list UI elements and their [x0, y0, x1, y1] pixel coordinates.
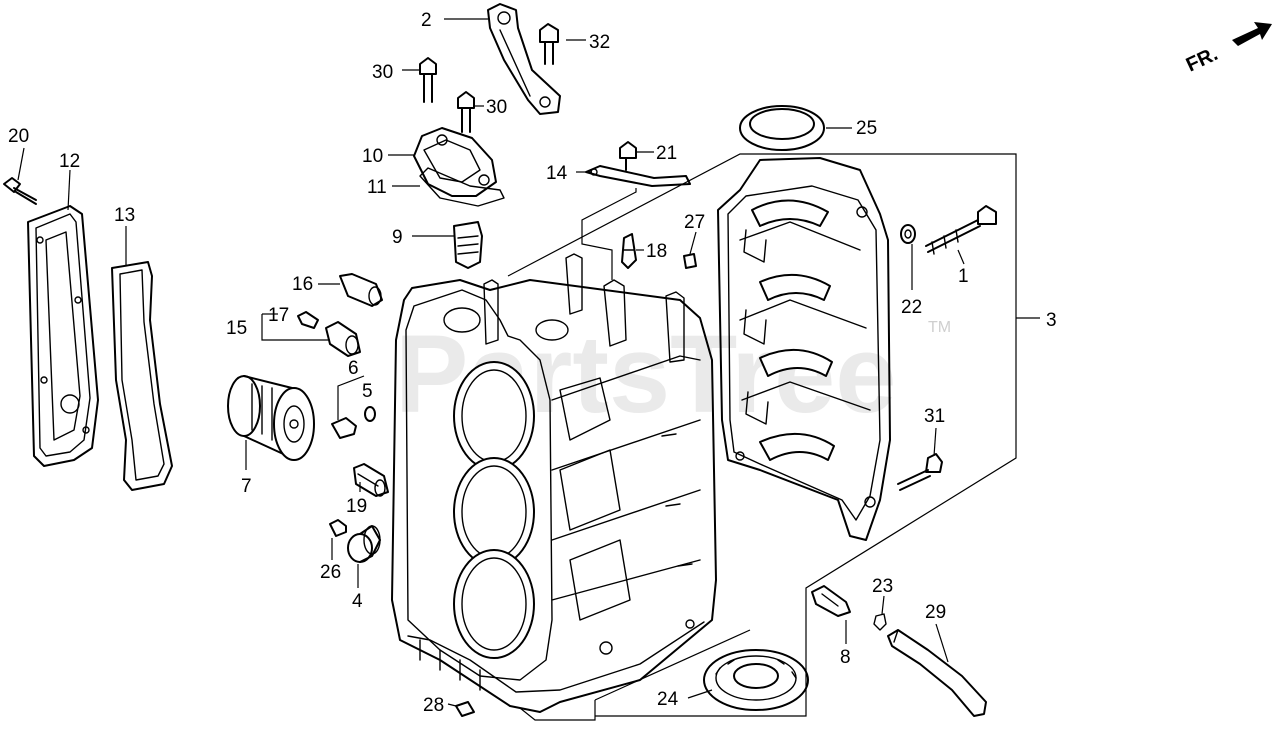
- callout-30-a: 30: [372, 62, 393, 83]
- part-23-clip: [873, 613, 887, 631]
- callout-21: 21: [656, 143, 677, 164]
- callout-16: 16: [292, 274, 313, 295]
- part-18-sensor: [621, 233, 637, 269]
- part-9-thermostat: [453, 221, 483, 269]
- part-31-bolt: [897, 453, 943, 491]
- part-30-bolt-b: [457, 91, 475, 133]
- part-6-switch: [325, 321, 361, 357]
- callout-1: 1: [958, 266, 969, 287]
- part-27-dowel-pin: [683, 253, 697, 269]
- callout-14: 14: [546, 163, 568, 184]
- callout-7: 7: [241, 476, 252, 497]
- callout-19: 19: [346, 496, 367, 517]
- part-26-screw: [329, 519, 347, 537]
- part-2-hanger-bracket: [487, 3, 561, 115]
- group-bracket-lines: [261, 153, 1040, 721]
- front-direction-label: FR.: [1183, 43, 1221, 77]
- callout-5: 5: [362, 381, 373, 402]
- callout-15: 15: [226, 318, 247, 339]
- part-bolt-with-washer: [331, 417, 357, 439]
- part-21-bolt: [619, 141, 637, 171]
- part-8-fitting: [811, 585, 851, 617]
- part-28-dowel-pin: [455, 701, 475, 717]
- part-11-thermostat-gasket: [419, 167, 505, 207]
- part-5-washer: [364, 406, 376, 422]
- callout-2: 2: [421, 10, 432, 31]
- part-30-bolt-a: [419, 57, 437, 103]
- part-7-oil-filter: [227, 375, 315, 461]
- callout-25: 25: [856, 118, 877, 139]
- callout-29: 29: [925, 602, 946, 623]
- part-14-plate: [585, 165, 691, 187]
- callout-11: 11: [367, 177, 387, 198]
- callout-9: 9: [392, 227, 403, 248]
- callout-10: 10: [362, 146, 383, 167]
- callout-30-b: 30: [486, 97, 507, 118]
- callout-17: 17: [268, 305, 289, 326]
- part-19-plug: [353, 463, 389, 497]
- front-arrow-icon: [1232, 22, 1272, 46]
- cylinder-block: [391, 253, 717, 713]
- callout-4: 4: [352, 591, 363, 612]
- part-29-hose: [887, 629, 987, 717]
- callout-6: 6: [348, 358, 359, 379]
- part-20-bolt: [3, 177, 37, 205]
- part-24-bearing: [703, 649, 809, 711]
- callout-18: 18: [646, 241, 667, 262]
- part-16-sender: [339, 273, 383, 307]
- part-22-washer: [900, 224, 916, 244]
- front-direction-indicator: FR.: [1183, 22, 1272, 77]
- part-1-bolt: [925, 205, 997, 255]
- callout-24: 24: [657, 689, 679, 710]
- part-32-bolt: [539, 23, 559, 65]
- watermark-trademark: TM: [928, 319, 951, 336]
- part-4-grommet: [347, 525, 381, 563]
- callout-32: 32: [589, 32, 610, 53]
- callout-26: 26: [320, 562, 341, 583]
- callout-12: 12: [59, 151, 80, 172]
- callout-20: 20: [8, 126, 29, 147]
- crankcase: [717, 157, 891, 541]
- part-17-screw: [297, 311, 319, 329]
- part-12-exhaust-cover: [27, 205, 99, 467]
- callout-28: 28: [423, 695, 444, 716]
- callout-8: 8: [840, 647, 851, 668]
- callout-labels: 2 32 30 30 10 11 9 14 21 18 27 16 17 15 …: [8, 10, 1057, 716]
- part-25-oil-seal: [739, 105, 825, 151]
- leader-lines: [17, 18, 965, 707]
- callout-13: 13: [114, 205, 135, 226]
- callout-3: 3: [1046, 310, 1057, 331]
- callout-23: 23: [872, 576, 893, 597]
- part-10-thermostat-cover: [413, 127, 497, 197]
- callout-31: 31: [924, 406, 945, 427]
- callout-27: 27: [684, 212, 705, 233]
- part-13-gasket: [111, 261, 173, 491]
- callout-22: 22: [901, 297, 922, 318]
